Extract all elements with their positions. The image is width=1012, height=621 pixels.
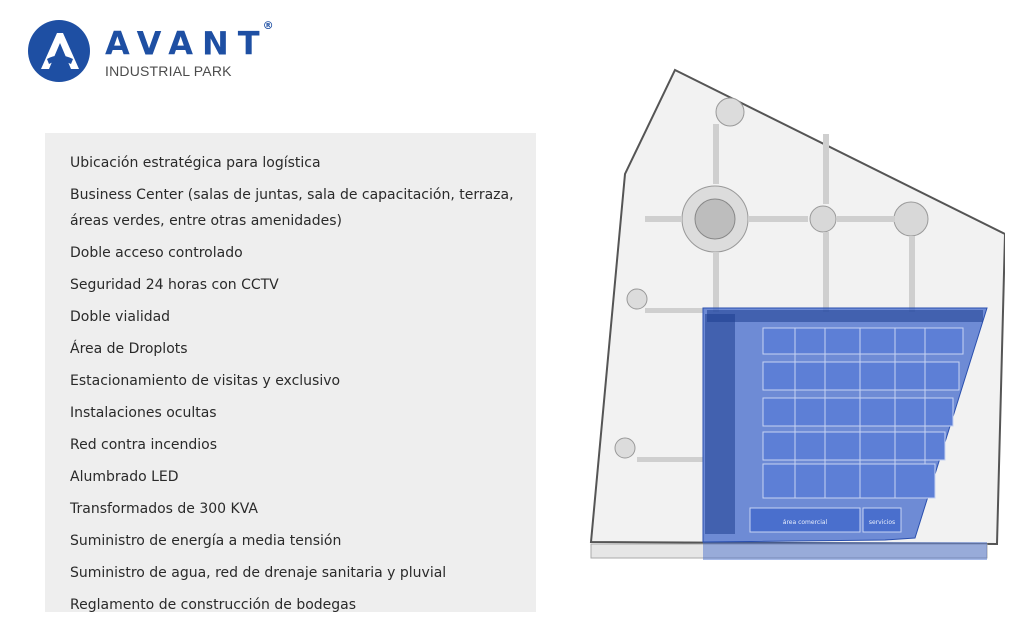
left-road-2: [637, 457, 703, 462]
feature-item: Business Center (salas de juntas, sala d…: [70, 187, 514, 229]
left-road-1: [645, 308, 703, 313]
roundabout-right: [893, 201, 929, 237]
commercial-area-label: área comercial: [783, 519, 828, 526]
feature-item: Área de Droplots: [70, 341, 188, 357]
brand-subtitle: INDUSTRIAL PARK: [105, 62, 232, 79]
avant-logo-icon: [28, 20, 90, 82]
feature-item: Reglamento de construcción de bodegas: [70, 597, 357, 613]
feature-item: Estacionamiento de visitas y exclusivo: [70, 373, 341, 389]
feature-item: Transformados de 300 KVA: [70, 501, 258, 517]
feature-item: Suministro de energía a media tensión: [70, 533, 342, 549]
registered-mark: ®: [262, 19, 274, 33]
bottom-road: [590, 543, 988, 559]
feature-item: Doble acceso controlado: [70, 245, 243, 261]
tree-edge-top: [707, 310, 983, 322]
warehouse-dividers: [794, 328, 926, 498]
feature-item: Red contra incendios: [70, 437, 218, 453]
feature-item: Doble vialidad: [70, 309, 171, 325]
left-node-2: [614, 437, 636, 459]
warehouse-blocks: [762, 327, 964, 499]
features-list: Ubicación estratégica para logística Bus…: [45, 133, 536, 621]
feature-item: Suministro de agua, red de drenaje sanit…: [70, 565, 447, 581]
tree-edge-left: [705, 314, 735, 534]
site-plan-map: área comercial servicios: [589, 68, 1005, 560]
plaza-inner: [694, 198, 736, 240]
commercial-area: [749, 507, 861, 533]
left-node-1: [626, 288, 648, 310]
top-node: [715, 97, 745, 127]
feature-item: Ubicación estratégica para logística: [70, 155, 321, 171]
feature-item: Alumbrado LED: [70, 469, 179, 485]
feature-item: Instalaciones ocultas: [70, 405, 217, 421]
brand-name: AVANT®: [105, 19, 274, 63]
services-area-label: servicios: [869, 519, 895, 526]
features-panel: Ubicación estratégica para logística Bus…: [45, 133, 536, 613]
feature-item: Seguridad 24 horas con CCTV: [70, 277, 279, 293]
services-area: [862, 507, 902, 533]
industrial-zone-road: [703, 542, 987, 560]
brand-logo: AVANT® INDUSTRIAL PARK: [27, 19, 274, 83]
roundabout-small: [809, 205, 837, 233]
tree-avenues: [645, 124, 915, 312]
